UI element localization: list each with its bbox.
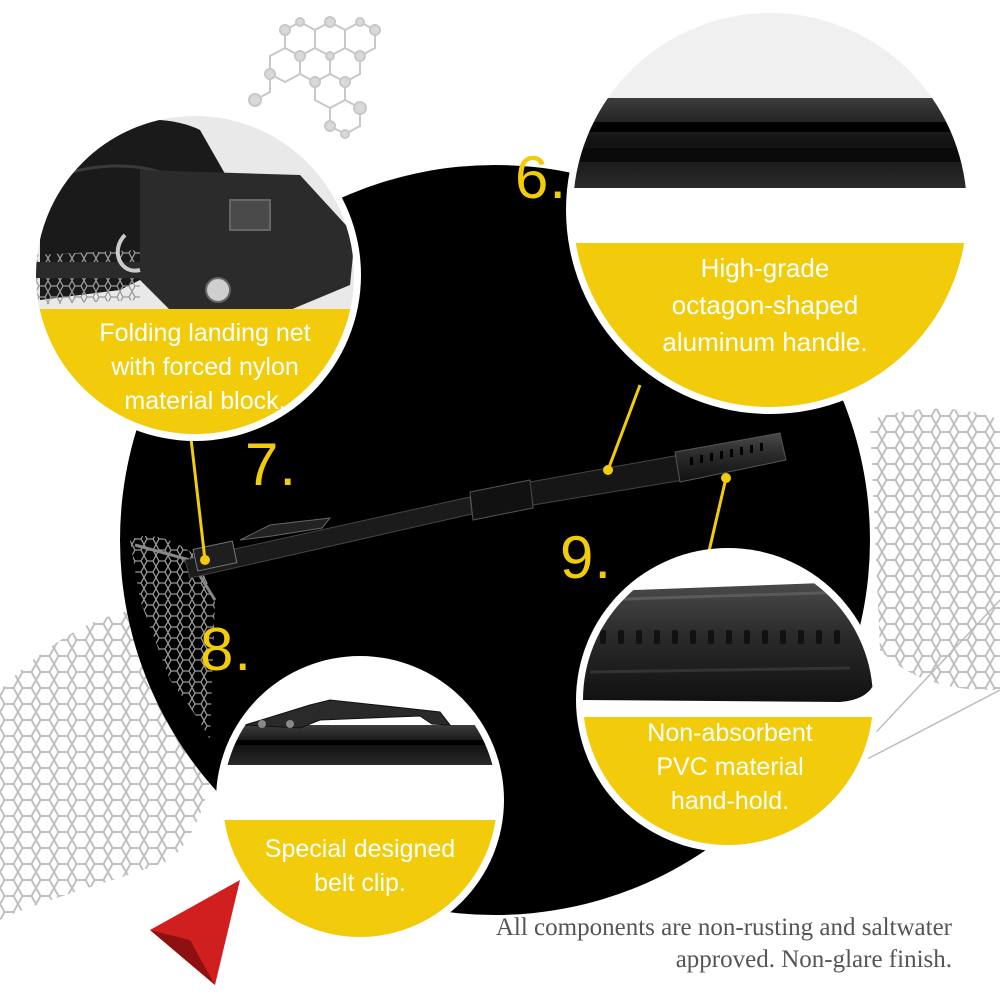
callout-circle-8 [216, 656, 504, 944]
callout-label-6: High-grade octagon-shaped aluminum handl… [615, 250, 915, 361]
callout-9-line-2: PVC material [656, 753, 804, 781]
footer-line-1: All components are non-rusting and saltw… [495, 914, 952, 941]
callout-6-line-1: High-grade [700, 253, 830, 283]
callout-circle-9 [576, 548, 880, 852]
callout-8-line-2: belt clip. [314, 869, 406, 897]
callout-6-line-3: aluminum handle. [662, 327, 868, 357]
callout-label-8: Special designed belt clip. [235, 832, 485, 900]
molecule-icon [248, 16, 381, 139]
footer-caption: All components are non-rusting and saltw… [352, 912, 952, 976]
red-arrow-icon [150, 880, 240, 985]
callout-7-line-1: Folding landing net [99, 319, 311, 347]
callout-number-7: 7. [245, 431, 298, 498]
callout-7-line-3: material block. [124, 387, 286, 415]
callout-circle-6 [566, 6, 974, 414]
callout-label-7: Folding landing net with forced nylon ma… [60, 316, 350, 418]
callout-8-line-1: Special designed [264, 835, 456, 863]
callout-7-line-2: with forced nylon [111, 353, 299, 381]
callout-number-9: 9. [560, 524, 613, 591]
callout-9-line-1: Non-absorbent [647, 719, 813, 747]
callout-label-9: Non-absorbent PVC material hand-hold. [605, 716, 855, 818]
callout-6-line-2: octagon-shaped [671, 290, 859, 320]
callout-9-line-3: hand-hold. [670, 787, 790, 815]
callout-number-8: 8. [200, 616, 253, 683]
callout-number-6: 6. [515, 144, 568, 211]
footer-line-2: approved. Non-glare finish. [675, 946, 952, 973]
